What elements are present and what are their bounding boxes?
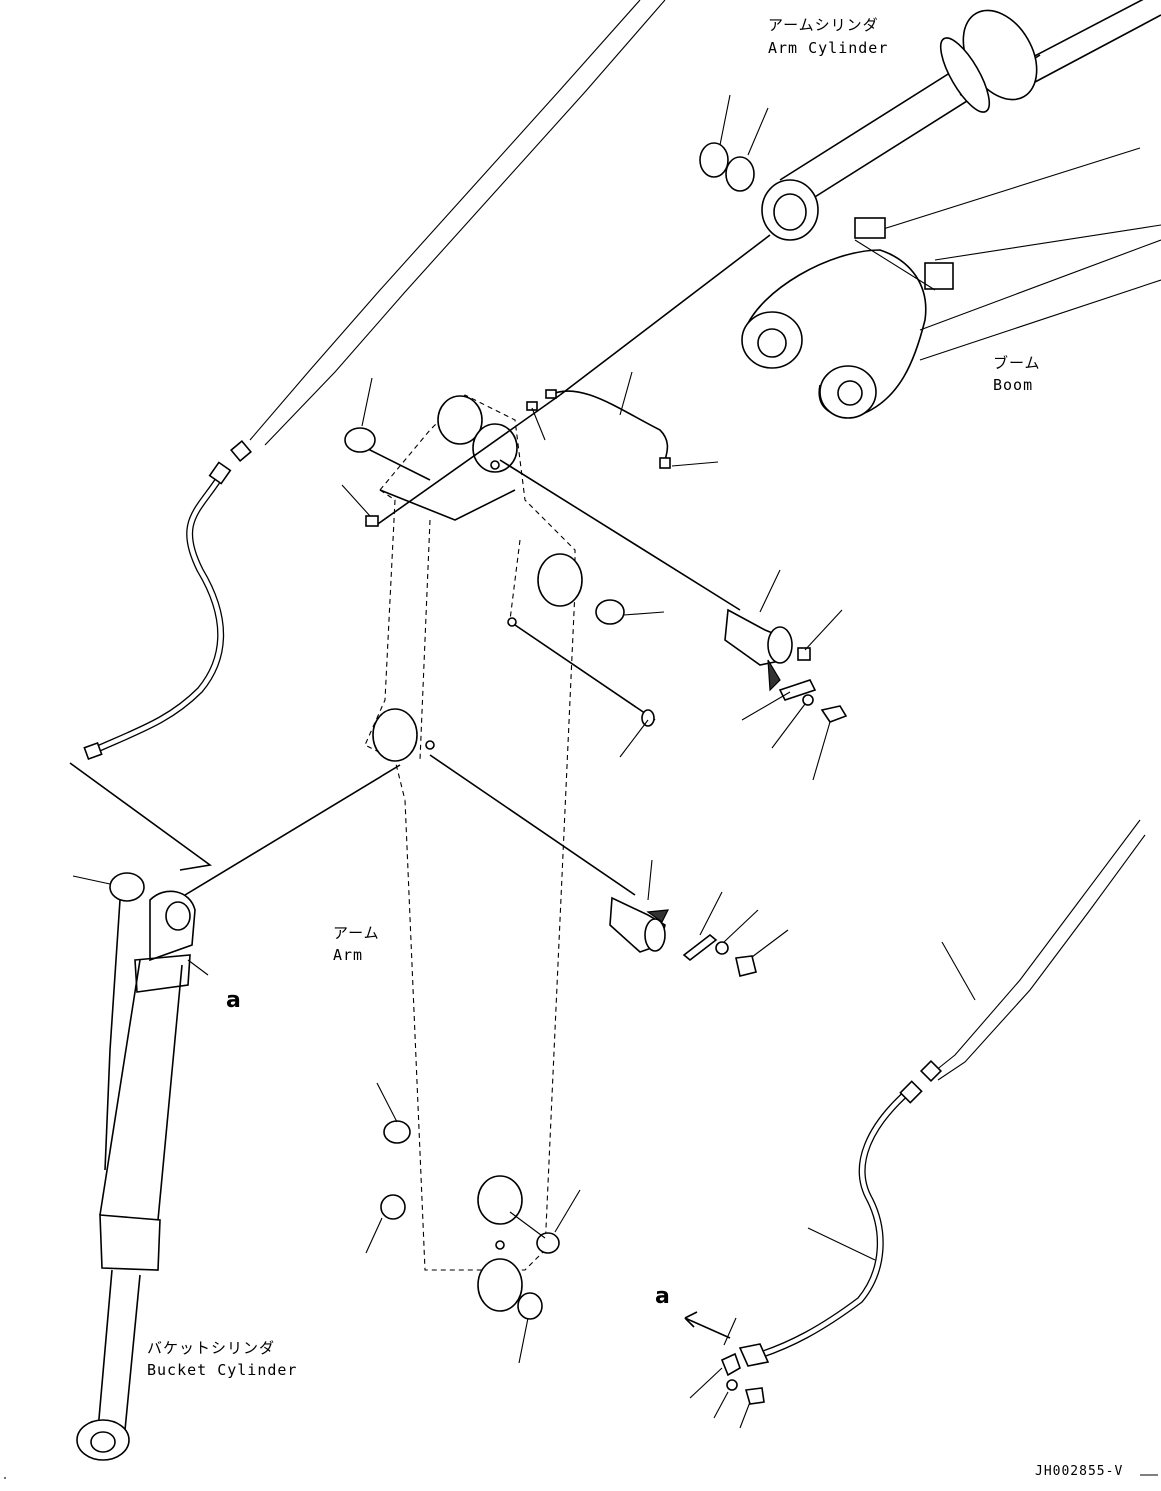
bucket-cylinder xyxy=(72,872,209,1461)
bucket-cylinder-label-jp: バケットシリンダ xyxy=(147,1339,275,1357)
left-hose xyxy=(69,461,232,871)
boom-label-jp: ブーム xyxy=(993,354,1041,372)
bucket-cylinder-label-en: Bucket Cylinder xyxy=(147,1361,297,1379)
arm-label-en: Arm xyxy=(333,946,363,964)
arm-cylinder-label-jp: アームシリンダ xyxy=(768,16,879,34)
upper-hose xyxy=(230,0,666,462)
arm-cylinder xyxy=(699,0,1161,241)
lower-seals xyxy=(365,1082,581,1364)
arm xyxy=(364,394,583,1312)
callout-a-left: a xyxy=(226,988,241,1013)
boom xyxy=(741,147,1161,419)
text-labels: アームシリンダ Arm Cylinder ブーム Boom アーム Arm バケ… xyxy=(4,16,1158,1479)
lower-right-hose xyxy=(684,819,1146,1429)
drawing-code: JH002855-V xyxy=(1035,1464,1123,1479)
boom-label-en: Boom xyxy=(993,376,1033,394)
upper-pin-group xyxy=(341,377,848,781)
leader-lines xyxy=(184,234,771,896)
arm-cylinder-label-en: Arm Cylinder xyxy=(768,39,888,57)
arm-label-jp: アーム xyxy=(333,924,380,942)
middle-pin-group xyxy=(609,859,789,977)
callout-a-right: a xyxy=(655,1284,670,1309)
arm-top-pipe xyxy=(526,371,719,469)
